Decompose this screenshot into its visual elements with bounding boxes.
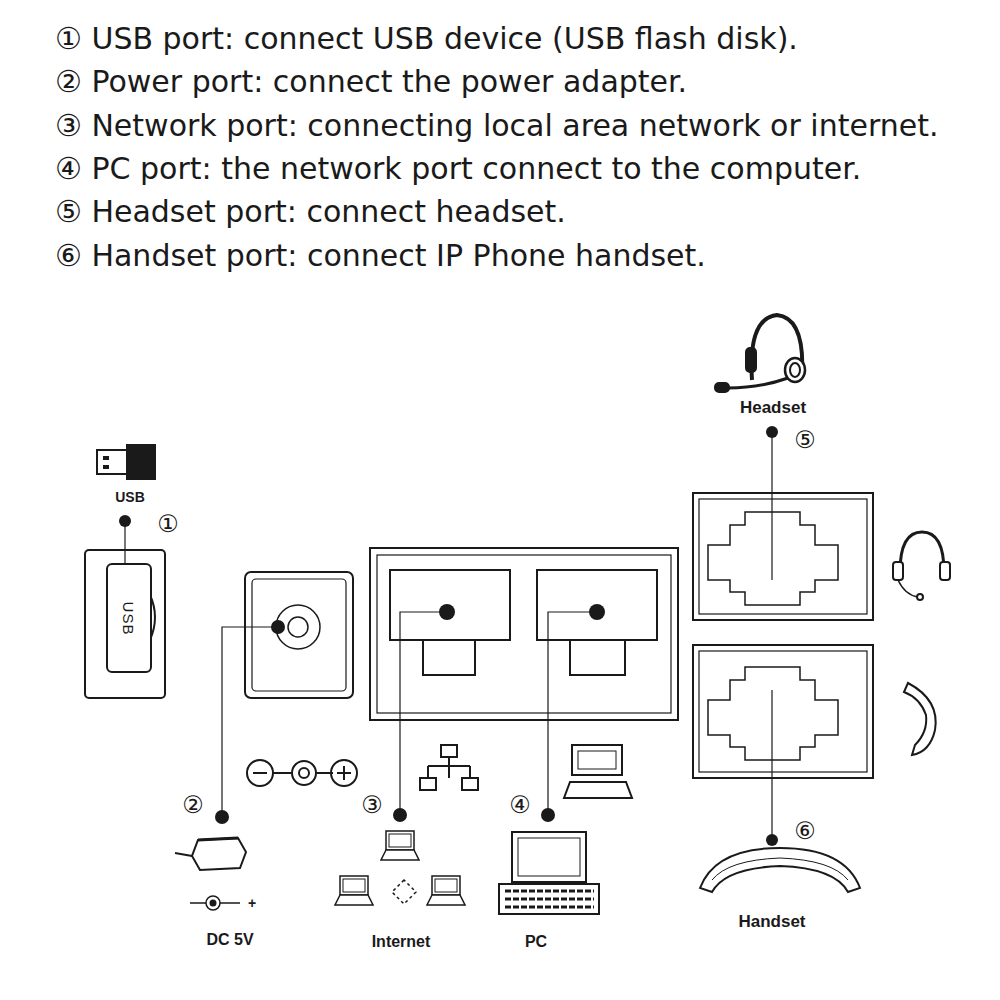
port-description: ① USB port: connect USB device (USB flas… — [55, 22, 798, 57]
port-description: ④ PC port: the network port connect to t… — [55, 152, 861, 187]
callout-number: ⑤ — [792, 427, 818, 455]
port-description: ③ Network port: connecting local area ne… — [55, 109, 939, 144]
part-name: Internet — [370, 933, 433, 951]
part-name: DC 5V — [204, 931, 255, 949]
port-description: ② Power port: connect the power adapter. — [55, 65, 687, 100]
callout-number: ⑥ — [792, 818, 818, 846]
part-name: Handset — [736, 912, 807, 932]
part-name: PC — [523, 933, 549, 951]
part-name: Headset — [738, 398, 808, 418]
callout-number: ④ — [507, 792, 533, 820]
callout-number: ① — [155, 511, 181, 539]
part-name: USB — [113, 489, 147, 505]
port-description: ⑥ Handset port: connect IP Phone handset… — [55, 239, 706, 274]
callout-number: ② — [180, 792, 206, 820]
usb-port-slot: USB — [106, 563, 152, 673]
port-description: ⑤ Headset port: connect headset. — [55, 195, 566, 230]
port-marking: USB — [121, 601, 138, 635]
part-name: + — [246, 895, 258, 911]
callout-number: ③ — [359, 792, 385, 820]
